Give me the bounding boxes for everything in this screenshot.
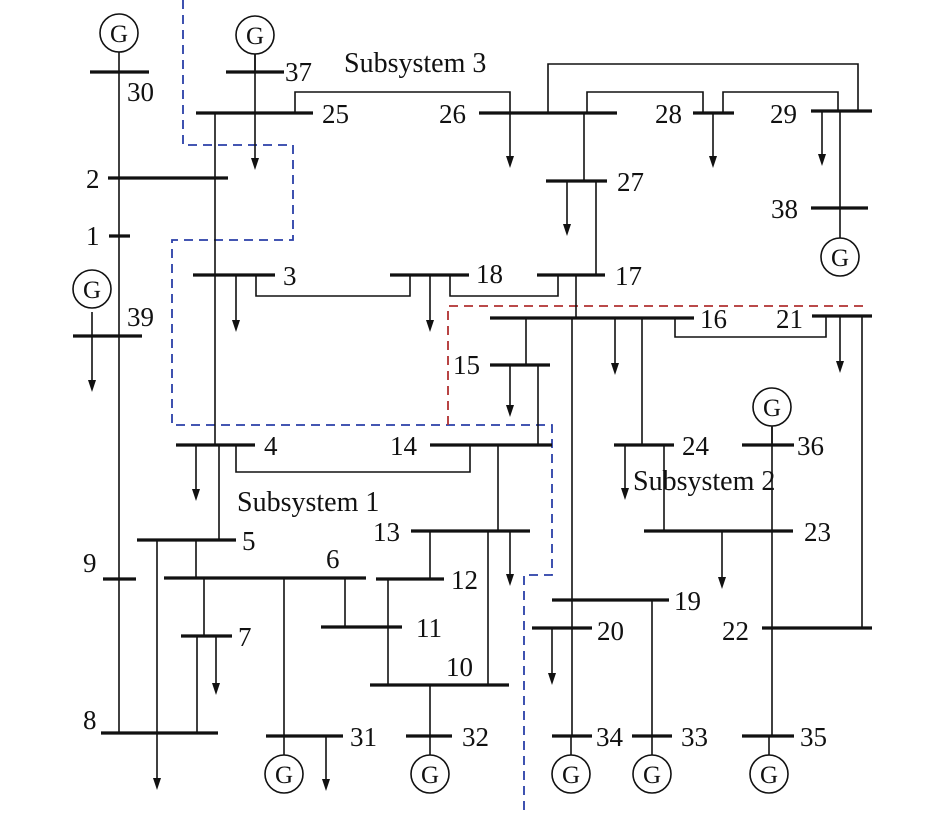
load-arrow — [426, 275, 434, 332]
bus-label-21: 21 — [776, 304, 803, 334]
generators: G G G G G G G — [72, 13, 860, 794]
load-arrow — [192, 445, 200, 501]
line — [255, 275, 411, 297]
bus-label-37: 37 — [285, 57, 312, 87]
bus-label-7: 7 — [238, 622, 252, 652]
generator-33: G — [632, 736, 672, 794]
load-arrow — [548, 628, 556, 685]
bus-label-12: 12 — [451, 565, 478, 595]
load-arrow — [709, 113, 717, 168]
bus-label-33: 33 — [681, 722, 708, 752]
bus-label-4: 4 — [264, 431, 278, 461]
buses — [73, 70, 872, 738]
bus-label-39: 39 — [127, 302, 154, 332]
generator-39: G — [72, 269, 112, 309]
bus-label-27: 27 — [617, 167, 644, 197]
bus-label-35: 35 — [800, 722, 827, 752]
load-arrow — [506, 365, 514, 417]
bus-label-26: 26 — [439, 99, 466, 129]
generator-36: G — [752, 387, 792, 445]
line — [449, 275, 559, 297]
line — [235, 445, 471, 473]
bus-label-24: 24 — [682, 431, 710, 461]
bus-label-17: 17 — [615, 261, 642, 291]
bus-label-20: 20 — [597, 616, 624, 646]
load-arrows — [88, 111, 844, 791]
bus-label-2: 2 — [86, 164, 100, 194]
load-arrow — [506, 113, 514, 168]
load-arrow — [718, 531, 726, 589]
generator-30: G — [99, 13, 139, 72]
bus-label-13: 13 — [373, 517, 400, 547]
load-arrow — [818, 111, 826, 166]
bus-label-19: 19 — [674, 586, 701, 616]
line — [586, 91, 704, 113]
bus-label-1: 1 — [86, 221, 100, 251]
svg-text:G: G — [763, 395, 781, 422]
bus-label-8: 8 — [83, 705, 97, 735]
line — [722, 91, 839, 113]
bus-label-6: 6 — [326, 544, 340, 574]
subsystem-2-boundary — [447, 305, 866, 425]
subsystem-1-label: Subsystem 1 — [237, 487, 379, 518]
bus-label-15: 15 — [453, 350, 480, 380]
bus-label-5: 5 — [242, 526, 256, 556]
subsystem-1-boundary — [171, 0, 553, 815]
line — [674, 316, 827, 338]
subsystem-labels: Subsystem 1 Subsystem 2 Subsystem 3 — [237, 48, 775, 518]
bus-label-14: 14 — [390, 431, 418, 461]
load-arrow — [88, 336, 96, 392]
bus-label-31: 31 — [350, 722, 377, 752]
generator-32: G — [410, 736, 450, 794]
load-arrow — [153, 733, 161, 790]
load-arrow — [836, 316, 844, 373]
subsystem-boundaries — [171, 0, 866, 815]
bus-label-23: 23 — [804, 517, 831, 547]
svg-text:G: G — [831, 245, 849, 272]
bus-label-34: 34 — [596, 722, 624, 752]
line — [547, 63, 859, 113]
svg-text:G: G — [246, 23, 264, 50]
svg-text:G: G — [562, 762, 580, 789]
svg-text:G: G — [83, 277, 101, 304]
subsystem-3-label: Subsystem 3 — [344, 48, 486, 79]
bus-label-38: 38 — [771, 194, 798, 224]
svg-text:G: G — [275, 762, 293, 789]
bus-label-28: 28 — [655, 99, 682, 129]
load-arrow — [611, 318, 619, 375]
subsystem-2-label: Subsystem 2 — [633, 466, 775, 497]
bus-label-18: 18 — [476, 259, 503, 289]
bus-label-22: 22 — [722, 616, 749, 646]
load-arrow — [563, 181, 571, 236]
bus-label-9: 9 — [83, 548, 97, 578]
bus-label-25: 25 — [322, 99, 349, 129]
bus-labels: 1 2 3 4 5 6 7 8 9 10 11 12 13 14 15 16 1… — [83, 57, 831, 752]
load-arrow — [251, 113, 259, 170]
bus-label-30: 30 — [127, 77, 154, 107]
generator-38: G — [820, 237, 860, 277]
generator-31: G — [264, 736, 304, 794]
bus-label-29: 29 — [770, 99, 797, 129]
bus-label-16: 16 — [700, 304, 727, 334]
transmission-lines — [91, 52, 863, 736]
svg-text:G: G — [760, 762, 778, 789]
generator-35: G — [749, 736, 789, 794]
load-arrow — [621, 445, 629, 500]
load-arrow — [212, 636, 220, 695]
generator-37: G — [235, 15, 275, 72]
bus-label-3: 3 — [283, 261, 297, 291]
line — [294, 91, 511, 113]
bus-label-11: 11 — [416, 613, 442, 643]
load-arrow — [232, 275, 240, 332]
load-arrow — [322, 736, 330, 791]
svg-text:G: G — [110, 21, 128, 48]
svg-text:G: G — [643, 762, 661, 789]
bus-label-10: 10 — [446, 652, 473, 682]
generator-34: G — [551, 736, 591, 794]
svg-text:G: G — [421, 762, 439, 789]
load-arrow — [506, 531, 514, 586]
bus-label-32: 32 — [462, 722, 489, 752]
bus-label-36: 36 — [797, 431, 824, 461]
